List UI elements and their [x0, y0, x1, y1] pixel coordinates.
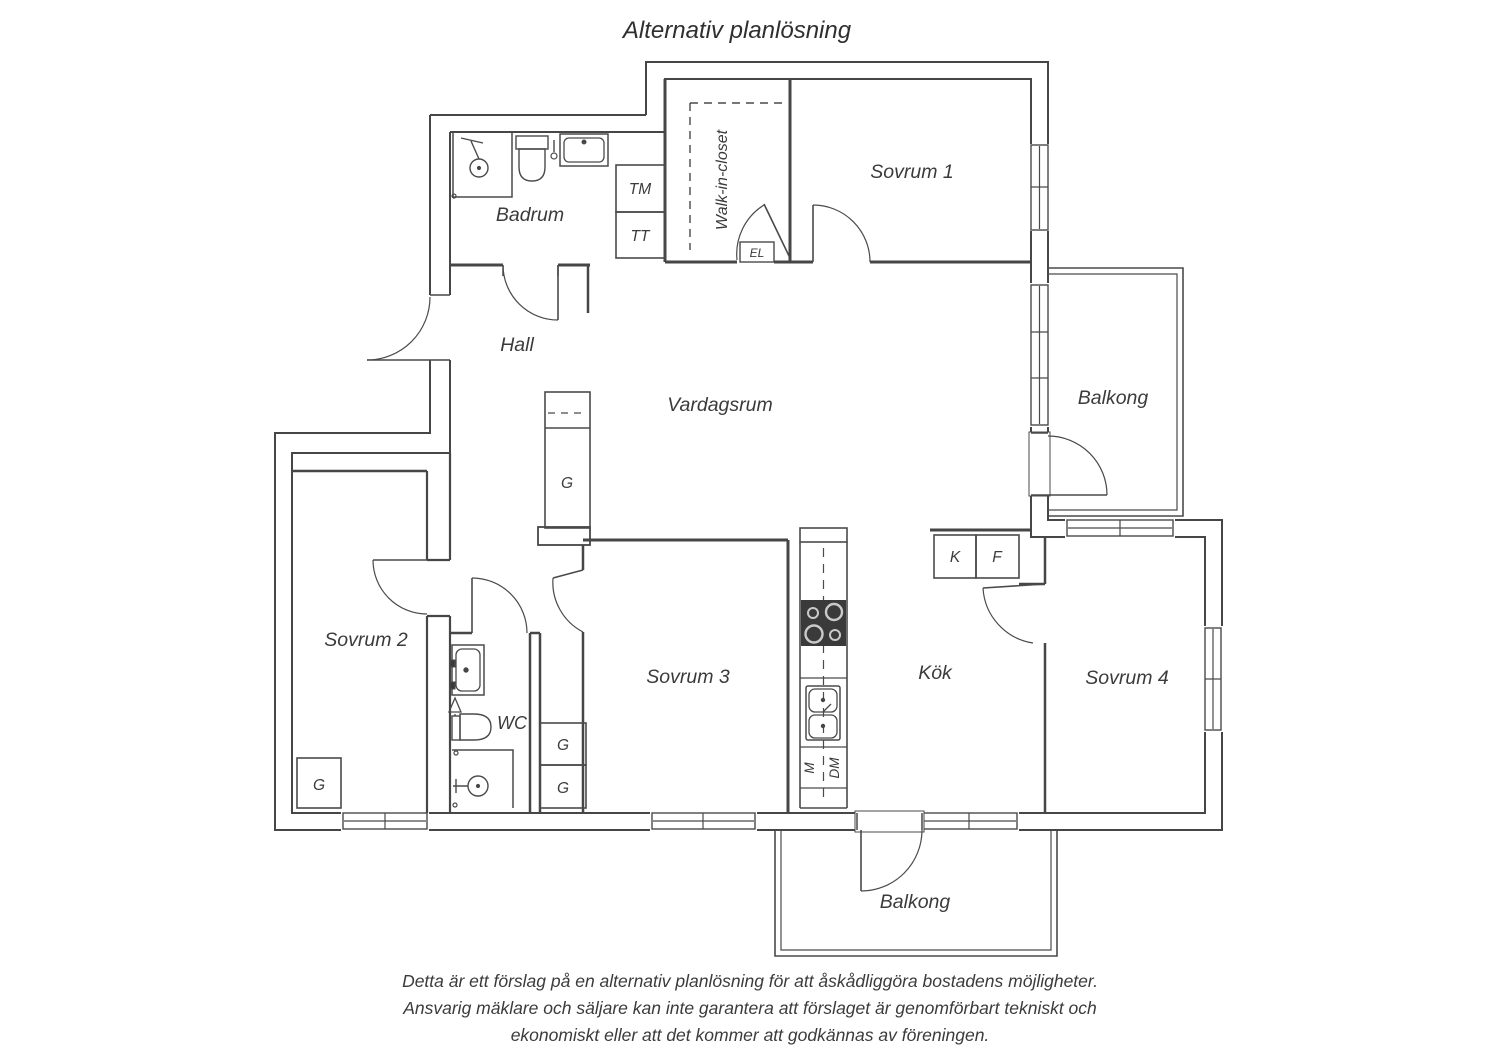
label-balkong-top: Balkong: [1078, 387, 1149, 409]
walk-in-closet-dashes: [689, 102, 788, 250]
window-sovrum2: [341, 811, 429, 832]
label-walk-in-closet: Walk-in-closet: [714, 129, 731, 230]
label-m: M: [802, 762, 817, 774]
label-kok: Kök: [918, 662, 953, 684]
page-title: Alternativ planlösning: [621, 17, 852, 44]
label-el: EL: [750, 246, 765, 260]
badrum-shower: [451, 132, 513, 199]
tt-cabinet: [615, 211, 666, 259]
wc-shower: [452, 749, 514, 808]
label-g-sovrum2: G: [313, 777, 325, 794]
walk-in-closet-door: [736, 203, 791, 261]
doors: [366, 203, 1108, 892]
g-cabinet-sovrum2: [296, 757, 342, 809]
badrum-toilet: [515, 135, 549, 182]
el-cabinet: [739, 241, 775, 263]
sovrum4-door: [982, 583, 1046, 644]
kitchen-sink: [805, 685, 841, 741]
wc-sink: [449, 644, 485, 696]
disclaimer-line1: Detta är ett förslag på en alternativ pl…: [402, 971, 1098, 991]
badrum-door: [502, 264, 559, 321]
windows: [341, 144, 1224, 832]
label-hall: Hall: [500, 334, 534, 356]
label-k: K: [950, 549, 961, 566]
window-sovrum4-top: [1065, 518, 1175, 539]
disclaimer-line2: Ansvarig mäklare och säljare kan inte ga…: [402, 998, 1097, 1018]
label-g-vardagsrum: G: [561, 475, 573, 492]
label-g-hall-1: G: [557, 737, 569, 754]
label-sovrum4: Sovrum 4: [1085, 667, 1169, 689]
kitchen-counter: [799, 527, 848, 809]
window-vardagsrum: [1029, 283, 1050, 427]
entrance-door: [366, 296, 431, 361]
balkong-bottom-door: [854, 810, 925, 892]
sovrum2-door: [372, 559, 428, 615]
exterior-walls: [274, 61, 1223, 831]
g-cabinet-vardagsrum: [544, 391, 591, 529]
label-balkong-bottom: Balkong: [880, 891, 951, 913]
window-kok: [920, 811, 1019, 832]
disclaimer-line3: ekonomiskt eller att det kommer att godk…: [511, 1025, 990, 1045]
f-cabinet: [975, 534, 1020, 579]
wc-toilet: [451, 713, 492, 741]
label-sovrum1: Sovrum 1: [870, 161, 953, 183]
label-tm: TM: [629, 181, 651, 198]
g-cabinet-hall-2: [539, 764, 587, 809]
wc-door: [471, 577, 528, 634]
cabinets: [296, 102, 1020, 809]
label-tt: TT: [631, 228, 651, 245]
label-dm: DM: [827, 757, 842, 779]
window-sovrum4-right: [1203, 626, 1224, 732]
sovrum3-door: [552, 569, 584, 633]
sovrum1-door: [812, 204, 871, 263]
label-g-hall-2: G: [557, 780, 569, 797]
label-sovrum3: Sovrum 3: [646, 666, 730, 688]
label-wc: WC: [497, 713, 528, 733]
interior-walls: [292, 79, 1047, 813]
label-badrum: Badrum: [496, 204, 564, 226]
stove: [801, 600, 846, 646]
labels: Alternativ planlösning Badrum Walk-in-cl…: [313, 17, 1169, 1045]
balcony-railings: [774, 267, 1184, 957]
window-sovrum3: [650, 811, 757, 832]
badrum-sink: [550, 133, 609, 167]
label-vardagsrum: Vardagsrum: [667, 394, 773, 416]
label-f: F: [992, 549, 1003, 566]
balkong-top-door: [1028, 431, 1108, 497]
window-sovrum1: [1029, 144, 1050, 231]
wc-fixtures: [448, 644, 514, 808]
label-sovrum2: Sovrum 2: [324, 629, 408, 651]
badrum-fixtures: [451, 132, 609, 199]
